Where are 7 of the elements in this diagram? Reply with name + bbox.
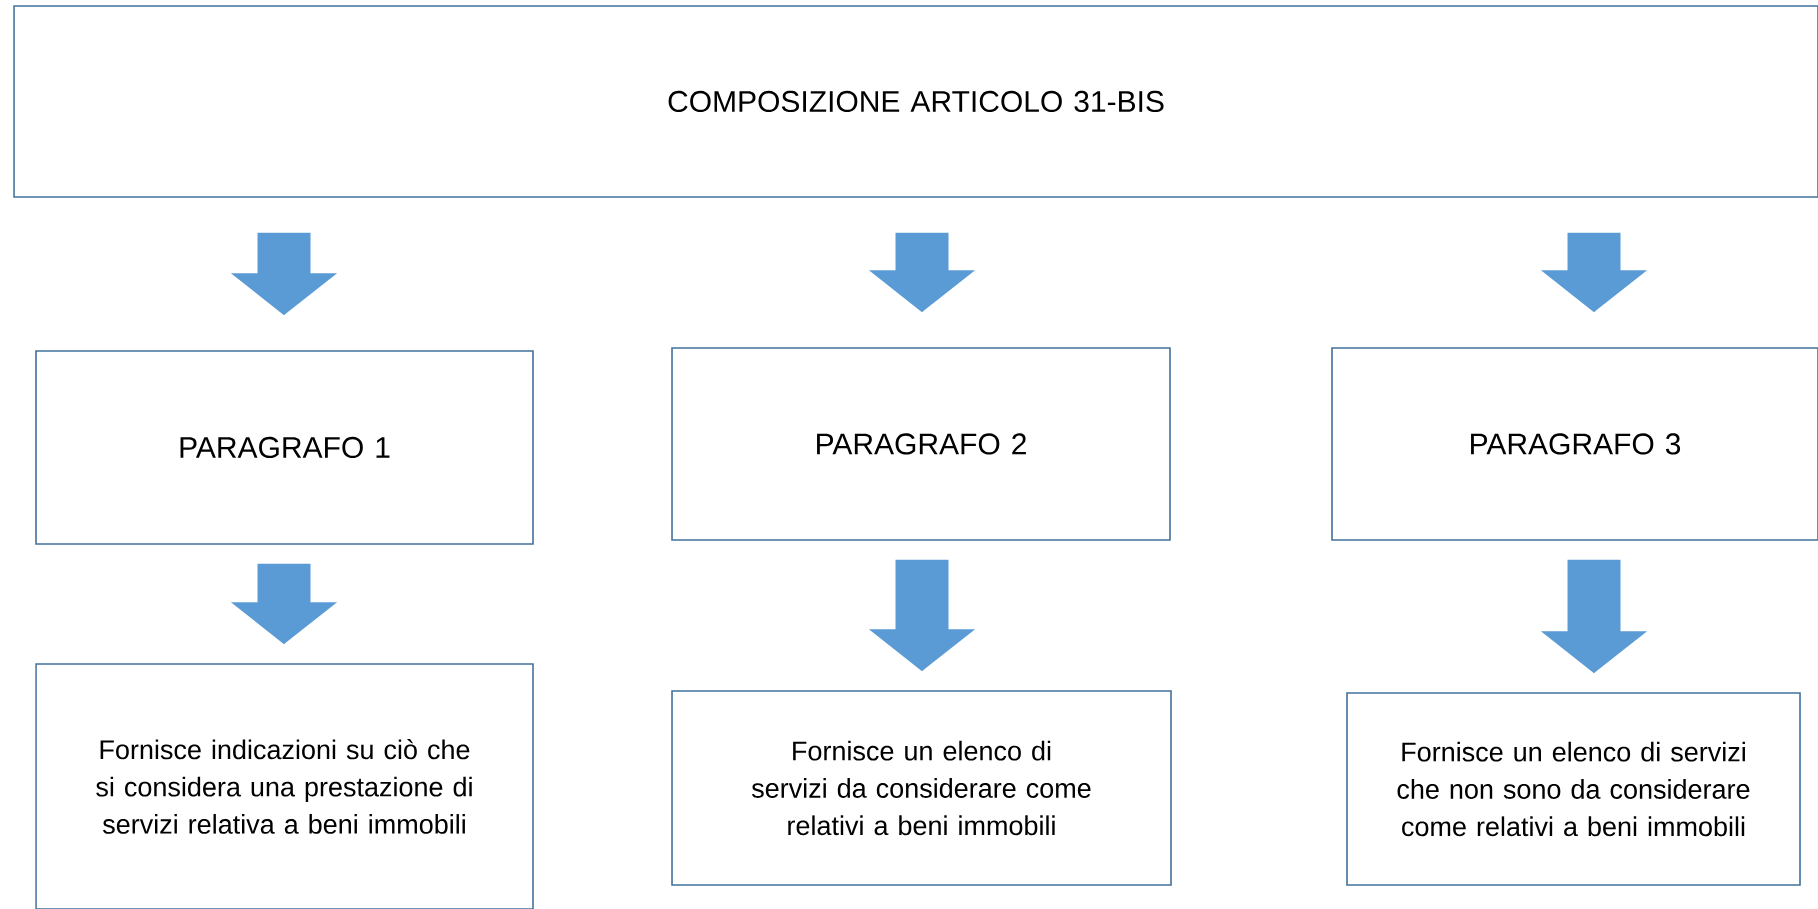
heading-box: COMPOSIZIONE ARTICOLO 31-BIS bbox=[13, 5, 1818, 198]
description-box: Fornisce un elenco di servizi da considerare come relativi a beni immobili bbox=[671, 690, 1172, 886]
section-box: PARAGRAFO 2 bbox=[671, 347, 1171, 541]
description-box: Fornisce indicazioni su ciò che si considera una prestazione di servizi relativa a beni immobili bbox=[35, 663, 534, 909]
section-box: PARAGRAFO 3 bbox=[1331, 347, 1818, 541]
section-box: PARAGRAFO 1 bbox=[35, 350, 534, 545]
description-box: Fornisce un elenco di servizi che non sono da considerare come relativi a beni immobili bbox=[1346, 692, 1801, 886]
